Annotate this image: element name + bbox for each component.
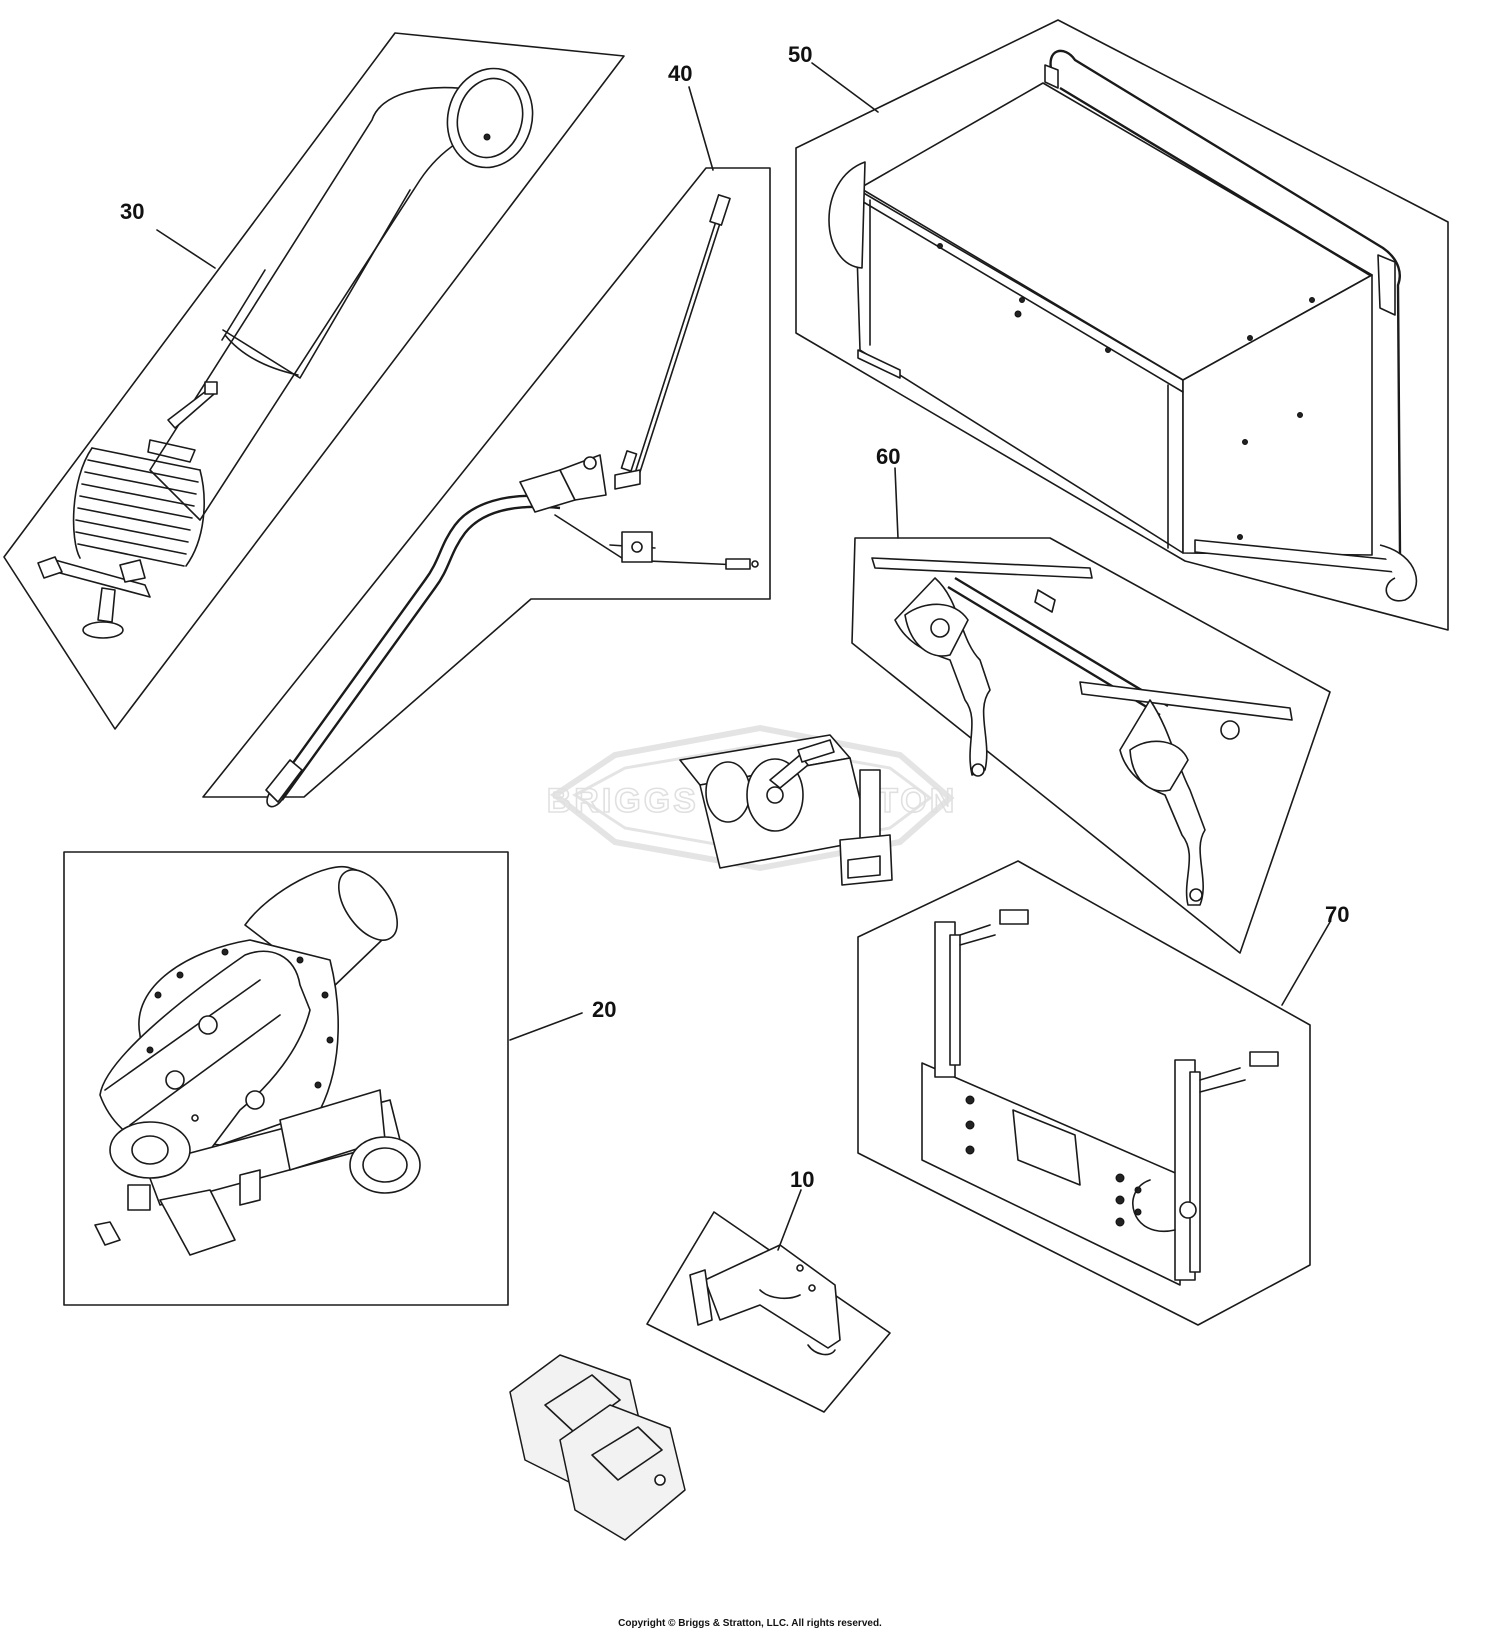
callout-70: 70 <box>1325 902 1350 927</box>
part-10-hitch-plate <box>646 1211 891 1413</box>
callout-60: 60 <box>876 444 901 469</box>
winch-assembly <box>679 734 893 886</box>
callout-50: 50 <box>788 42 813 67</box>
callout-30: 30 <box>120 199 145 224</box>
counter-weights <box>509 1354 686 1541</box>
part-40-lift-lever-assembly <box>202 167 771 808</box>
part-60-bin-mount-brackets <box>851 537 1331 954</box>
callout-40: 40 <box>668 61 693 86</box>
callout-20: 20 <box>592 997 617 1022</box>
part-30-chute-assembly <box>3 32 625 730</box>
copyright-notice: Copyright © Briggs & Stratton, LLC. All … <box>618 1618 882 1629</box>
callout-leaders <box>156 62 1331 1251</box>
part-20-blower-assembly <box>63 851 509 1306</box>
part-50-collection-bin <box>795 19 1449 631</box>
part-70-hitch-bracket <box>857 860 1311 1326</box>
callout-10: 10 <box>790 1167 815 1192</box>
